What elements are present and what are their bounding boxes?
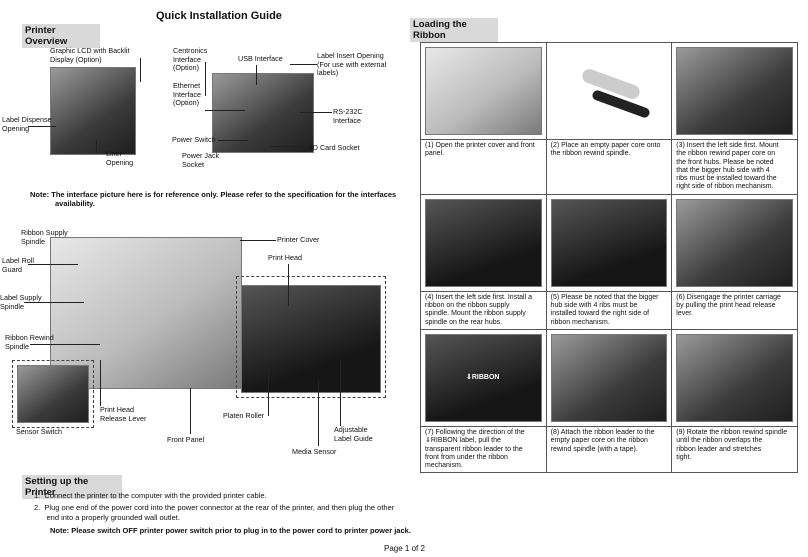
power-switch-label: Power Switch [172, 135, 216, 144]
step-9-image [676, 333, 793, 422]
print-head-detail-image [241, 285, 381, 393]
ribbon-tag: ⇓RIBBON [466, 373, 500, 381]
printer-front-image [50, 67, 136, 155]
sensor-switch-image [17, 365, 89, 423]
step-8-caption: (8) Attach the ribbon leader to the empt… [545, 425, 673, 474]
printer-cover-label: Printer Cover [277, 235, 320, 244]
step-1-caption: (1) Open the printer cover and front pan… [420, 139, 547, 195]
usb-label: USB Interface [238, 54, 283, 63]
ribbon-supply-label: Ribbon Supply Spindle [21, 228, 68, 246]
roll-guard-label: Label Roll Guard [2, 256, 34, 274]
step-6-image [676, 198, 793, 287]
media-sensor-label: Media Sensor [292, 447, 337, 456]
front-panel-label: Front Panel [167, 435, 205, 444]
step-5-caption: (5) Please be noted that the bigger hub … [545, 290, 673, 330]
label-insert-label: Label Insert Opening (For use with exter… [317, 51, 387, 77]
platen-roller-label: Platen Roller [223, 411, 265, 420]
label-supply-label: Label Supply Spindle [0, 293, 42, 311]
step-6-caption: (6) Disengage the printer carriage by pu… [671, 290, 798, 330]
printer-rear-image [212, 73, 314, 153]
sensor-switch-label: Sensor Switch [16, 427, 62, 436]
setup-step-2: 2. Plug one end of the power cord into t… [34, 503, 395, 522]
page-footer: Page 1 of 2 [384, 544, 425, 553]
label-guide-label: Adjustable Label Guide [334, 425, 373, 443]
step-2-caption: (2) Place an empty paper core onto the r… [545, 139, 673, 195]
step-4-caption: (4) Insert the left side first. Install … [420, 290, 547, 330]
step-4-image [425, 198, 542, 287]
setup-heading: Setting up the Printer [22, 475, 122, 499]
power-jack-label: Power Jack Socket [182, 151, 220, 169]
printer-interior-image [50, 237, 242, 389]
interface-note: Note: The interface picture here is for … [30, 190, 397, 208]
step-8-image [550, 333, 668, 422]
print-head-detail-frame [236, 276, 386, 398]
page-title: Quick Installation Guide [156, 10, 282, 22]
setup-note: Note: Please switch OFF printer power sw… [50, 526, 411, 535]
step-1-image [425, 47, 542, 135]
dispense-label: Label Dispense Opening [2, 115, 52, 133]
step-7-caption: (7) Following the direction of the ⇓RIBB… [420, 425, 547, 474]
centronics-label: Centronics Interface (Option) [173, 46, 208, 72]
overview-heading: Printer Overview [22, 24, 100, 48]
sensor-switch-frame [12, 360, 94, 428]
step-9-caption: (9) Rotate the ribbon rewind spindle unt… [671, 425, 798, 474]
print-head-label: Print Head [268, 253, 302, 262]
ethernet-label: Ethernet Interface (Option) [173, 81, 201, 107]
lcd-label: Graphic LCD with Backlit Display (Option… [50, 46, 130, 64]
ribbon-heading: Loading the Ribbon [410, 18, 498, 42]
step-5-image [550, 198, 668, 287]
liner-label: Liner Opening [106, 149, 134, 167]
setup-step-1: 1. Connect the printer to the computer w… [34, 491, 267, 500]
step-7-image: ⇓RIBBON [425, 333, 542, 422]
rewind-spindle-label: Ribbon Rewind Spindle [5, 333, 54, 351]
step-3-caption: (3) Insert the left side first. Mount th… [671, 139, 798, 195]
rs232-label: RS-232C Interface [333, 107, 363, 125]
step-3-image [676, 47, 793, 135]
step-2-image [550, 47, 668, 135]
release-lever-label: Print Head Release Lever [100, 405, 147, 423]
sd-card-label: SD Card Socket [308, 143, 360, 152]
ribbon-steps-table: (1) Open the printer cover and front pan… [420, 42, 798, 474]
